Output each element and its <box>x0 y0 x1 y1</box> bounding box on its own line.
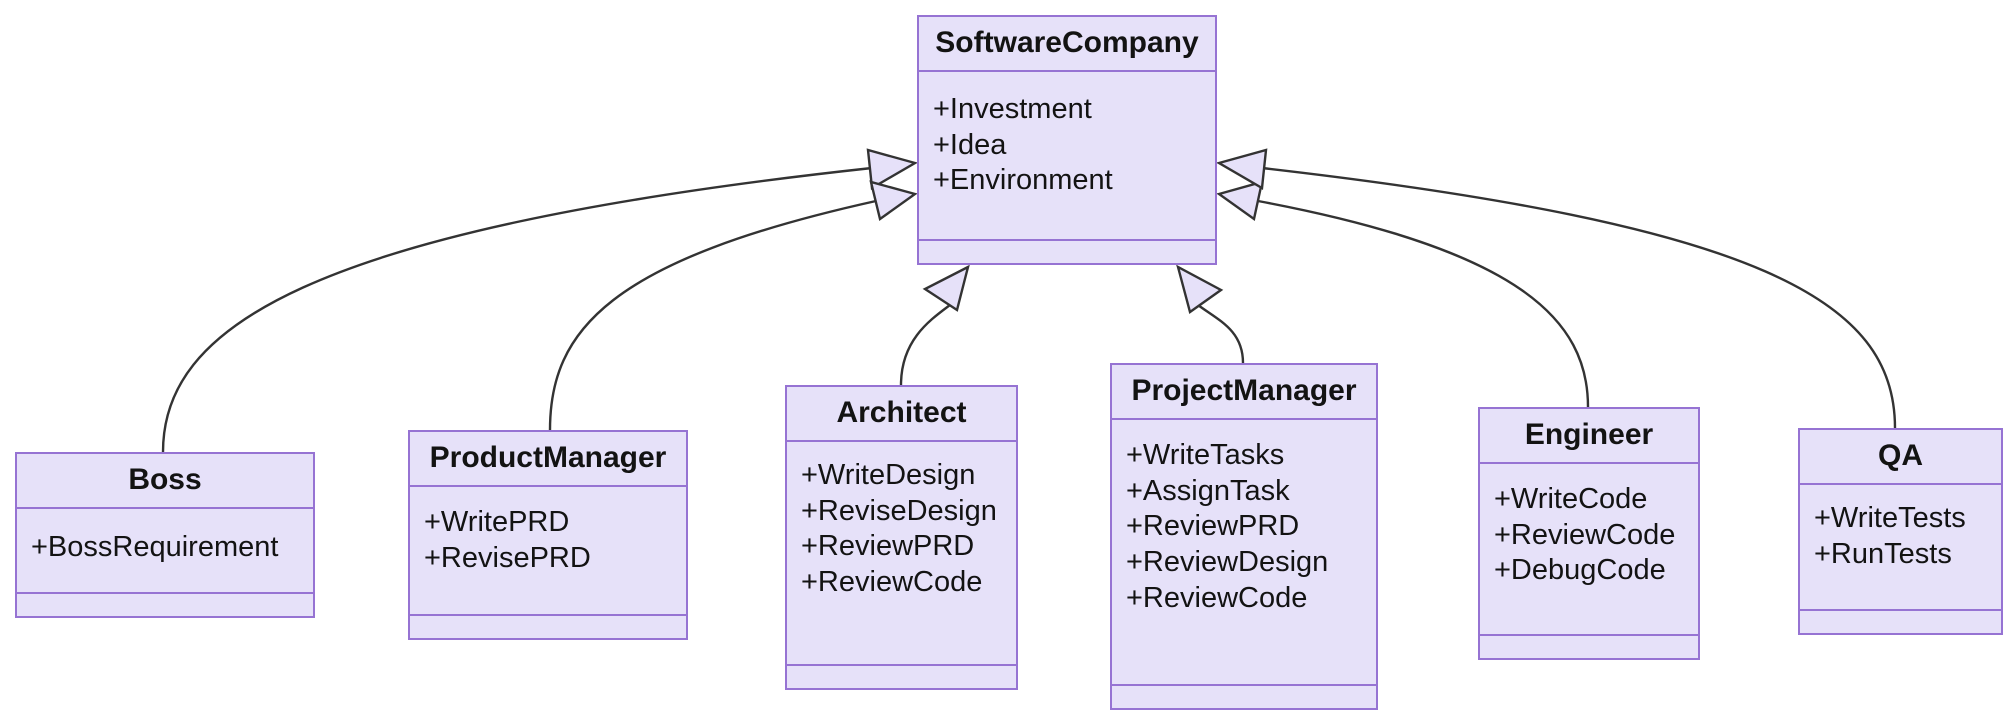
attribute-row: +Idea <box>933 128 1007 161</box>
attribute-row: +ReviewDesign <box>1126 545 1329 578</box>
attribute-row: +ReviseDesign <box>801 494 997 527</box>
attribute-row: +WriteTests <box>1814 502 1966 534</box>
uml-class-architect[interactable]: Architect +WriteDesign +ReviseDesign +Re… <box>785 385 1018 690</box>
uml-class-softwarecompany[interactable]: SoftwareCompany +Investment +Idea +Envir… <box>917 15 1217 265</box>
class-attributes-boss: +BossRequirement <box>17 509 313 594</box>
class-title-softwarecompany: SoftwareCompany <box>919 17 1215 72</box>
attribute-row: +ReviewCode <box>801 565 983 598</box>
edge-boss-to-softwarecompany <box>161 166 873 453</box>
class-methods-softwarecompany <box>919 241 1215 263</box>
class-attributes-projectmanager: +WriteTasks +AssignTask +ReviewPRD +Revi… <box>1112 420 1376 686</box>
class-attributes-qa: +WriteTests +RunTests <box>1800 485 2001 611</box>
attribute-row: +Environment <box>933 164 1113 197</box>
class-methods-engineer <box>1480 636 1698 658</box>
uml-class-qa[interactable]: QA +WriteTests +RunTests <box>1798 428 2003 635</box>
arrowhead-engineer <box>1216 180 1264 222</box>
attribute-row: +BossRequirement <box>31 530 279 563</box>
class-attributes-softwarecompany: +Investment +Idea +Environment <box>919 72 1215 241</box>
class-title-qa: QA <box>1800 430 2001 485</box>
class-methods-boss <box>17 594 313 616</box>
attribute-row: +Investment <box>933 93 1092 125</box>
class-methods-projectmanager <box>1112 686 1376 708</box>
class-title-architect: Architect <box>787 387 1016 442</box>
class-title-projectmanager: ProjectManager <box>1112 365 1376 420</box>
arrowhead-productmanager <box>869 180 918 222</box>
class-title-boss: Boss <box>17 454 313 509</box>
attribute-row: +RevisePRD <box>424 541 591 574</box>
class-attributes-engineer: +WriteCode +ReviewCode +DebugCode <box>1480 464 1698 636</box>
class-methods-qa <box>1800 611 2001 633</box>
attribute-row: +ReviewCode <box>1494 518 1676 551</box>
uml-class-boss[interactable]: Boss +BossRequirement <box>15 452 315 618</box>
attribute-row: +WriteTasks <box>1126 439 1285 471</box>
attribute-row: +RunTests <box>1814 537 1952 570</box>
class-methods-architect <box>787 666 1016 688</box>
uml-class-engineer[interactable]: Engineer +WriteCode +ReviewCode +DebugCo… <box>1478 407 1700 660</box>
class-attributes-productmanager: +WritePRD +RevisePRD <box>410 487 686 616</box>
uml-class-productmanager[interactable]: ProductManager +WritePRD +RevisePRD <box>408 430 688 640</box>
class-title-productmanager: ProductManager <box>410 432 686 487</box>
uml-class-projectmanager[interactable]: ProjectManager +WriteTasks +AssignTask +… <box>1110 363 1378 710</box>
attribute-row: +AssignTask <box>1126 474 1290 507</box>
attribute-row: +ReviewCode <box>1126 581 1308 614</box>
class-title-engineer: Engineer <box>1480 409 1698 464</box>
attribute-row: +ReviewPRD <box>801 530 975 563</box>
class-attributes-architect: +WriteDesign +ReviseDesign +ReviewPRD +R… <box>787 442 1016 666</box>
edge-architect-to-softwarecompany <box>899 304 951 386</box>
arrowhead-boss <box>866 148 919 190</box>
arrowhead-qa <box>1215 148 1268 190</box>
attribute-row: +WritePRD <box>424 506 570 538</box>
attribute-row: +WriteCode <box>1494 483 1648 515</box>
edge-projectmanager-to-softwarecompany <box>1197 304 1245 364</box>
attribute-row: +ReviewPRD <box>1126 510 1300 543</box>
arrowhead-architect <box>922 264 970 312</box>
attribute-row: +DebugCode <box>1494 554 1666 587</box>
class-methods-productmanager <box>410 616 686 638</box>
arrowhead-projectmanager <box>1176 264 1224 314</box>
attribute-row: +WriteDesign <box>801 459 976 491</box>
